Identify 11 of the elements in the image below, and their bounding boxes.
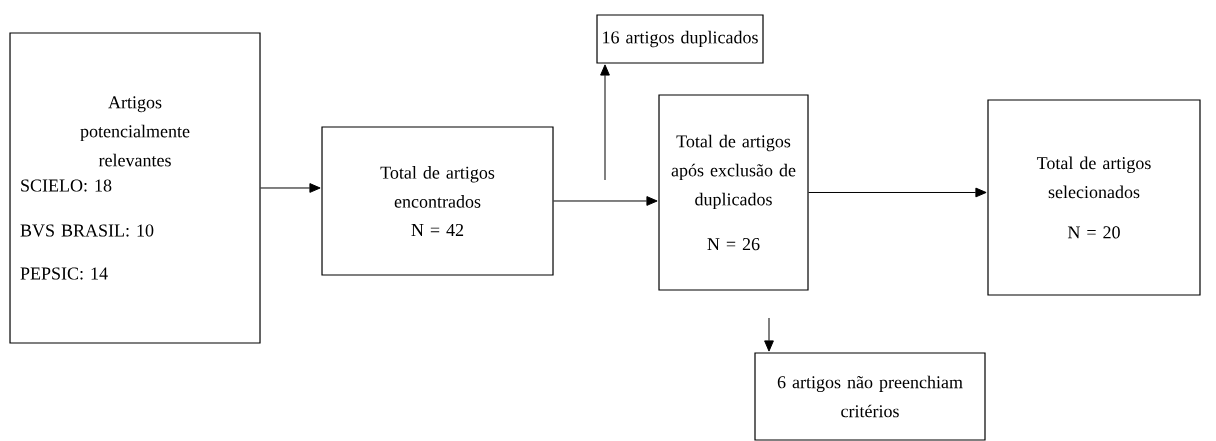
process-box: Total de artigos selecionados N = 20 bbox=[987, 99, 1201, 296]
process-box: Total de artigos encontrados N = 42 bbox=[321, 126, 554, 276]
arrow bbox=[260, 183, 321, 193]
arrow bbox=[764, 317, 774, 352]
process-box: 6 artigos não preenchiam critérios bbox=[754, 352, 986, 441]
process-box: Artigos potencialmente relevantes SCIELO: 18 BVS BRASIL: 10 PEPSIC: 14 bbox=[9, 32, 261, 344]
arrow bbox=[808, 187, 987, 198]
arrow bbox=[600, 64, 610, 181]
process-box: Total de artigos após exclusão de duplicados N = 26 bbox=[658, 94, 809, 291]
process-box: 16 artigos duplicados bbox=[596, 14, 764, 64]
arrow bbox=[553, 196, 658, 206]
